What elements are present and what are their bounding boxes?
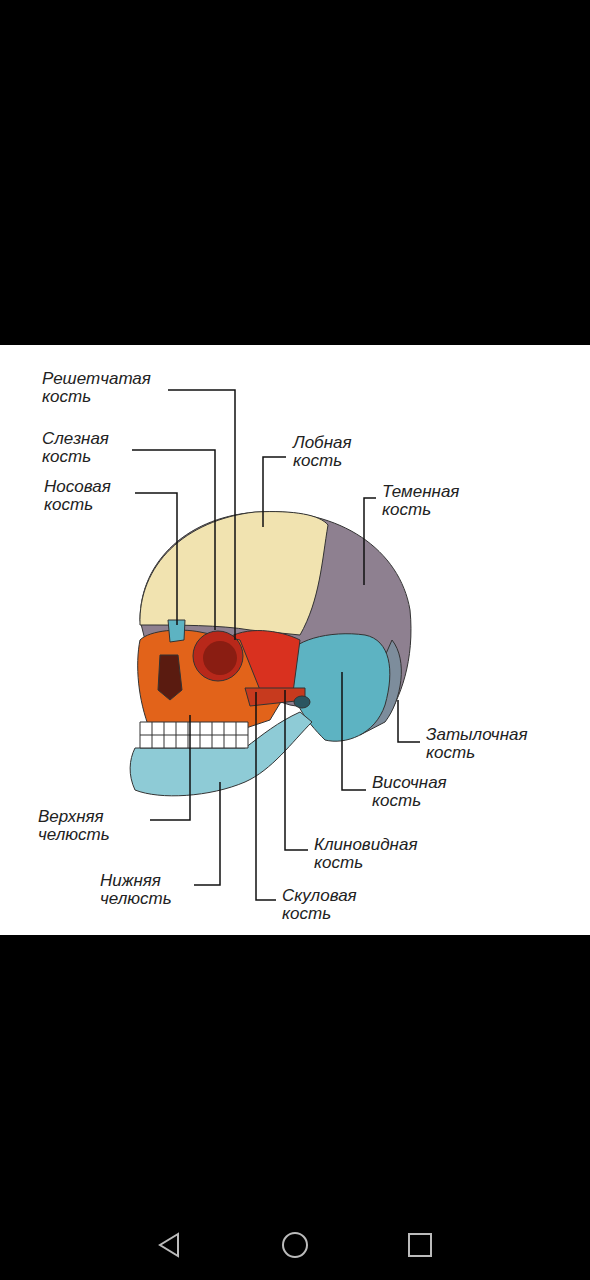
leader-line [135, 493, 177, 625]
frontal-bone [140, 512, 328, 635]
bone-label: Верхняя челюсть [36, 808, 112, 844]
leader-line [194, 782, 220, 885]
leader-line [150, 715, 190, 820]
bone-label: Височная кость [370, 774, 449, 810]
back-icon [160, 1234, 178, 1256]
leader-line [263, 457, 286, 527]
leader-lines [132, 390, 420, 900]
leader-line [256, 692, 276, 900]
leader-line [342, 672, 366, 790]
bone-label: Решетчатая кость [40, 370, 153, 406]
bone-label: Скуловая кость [280, 887, 359, 923]
maxilla [138, 630, 285, 730]
leader-line [398, 700, 420, 742]
bone-label: Нижняя челюсть [98, 872, 174, 908]
home-icon [283, 1233, 307, 1257]
bone-label: Лобная кость [291, 434, 354, 470]
ear-opening [294, 696, 310, 708]
bone-label: Носовая кость [42, 478, 113, 514]
orbit-inner [203, 641, 237, 675]
leader-line [364, 498, 376, 585]
teeth-lines [140, 722, 248, 748]
leader-line [285, 690, 308, 850]
bone-label: Слезная кость [40, 430, 111, 466]
nav-bar [160, 1233, 431, 1257]
bone-label: Теменная кость [380, 483, 461, 519]
bone-label: Затылочная кость [424, 726, 530, 762]
leader-line [132, 450, 215, 630]
bone-label: Клиновидная кость [312, 836, 420, 872]
teeth [140, 722, 248, 748]
leader-line [168, 390, 235, 640]
recent-icon [409, 1234, 431, 1256]
nasal-cavity [158, 655, 182, 700]
